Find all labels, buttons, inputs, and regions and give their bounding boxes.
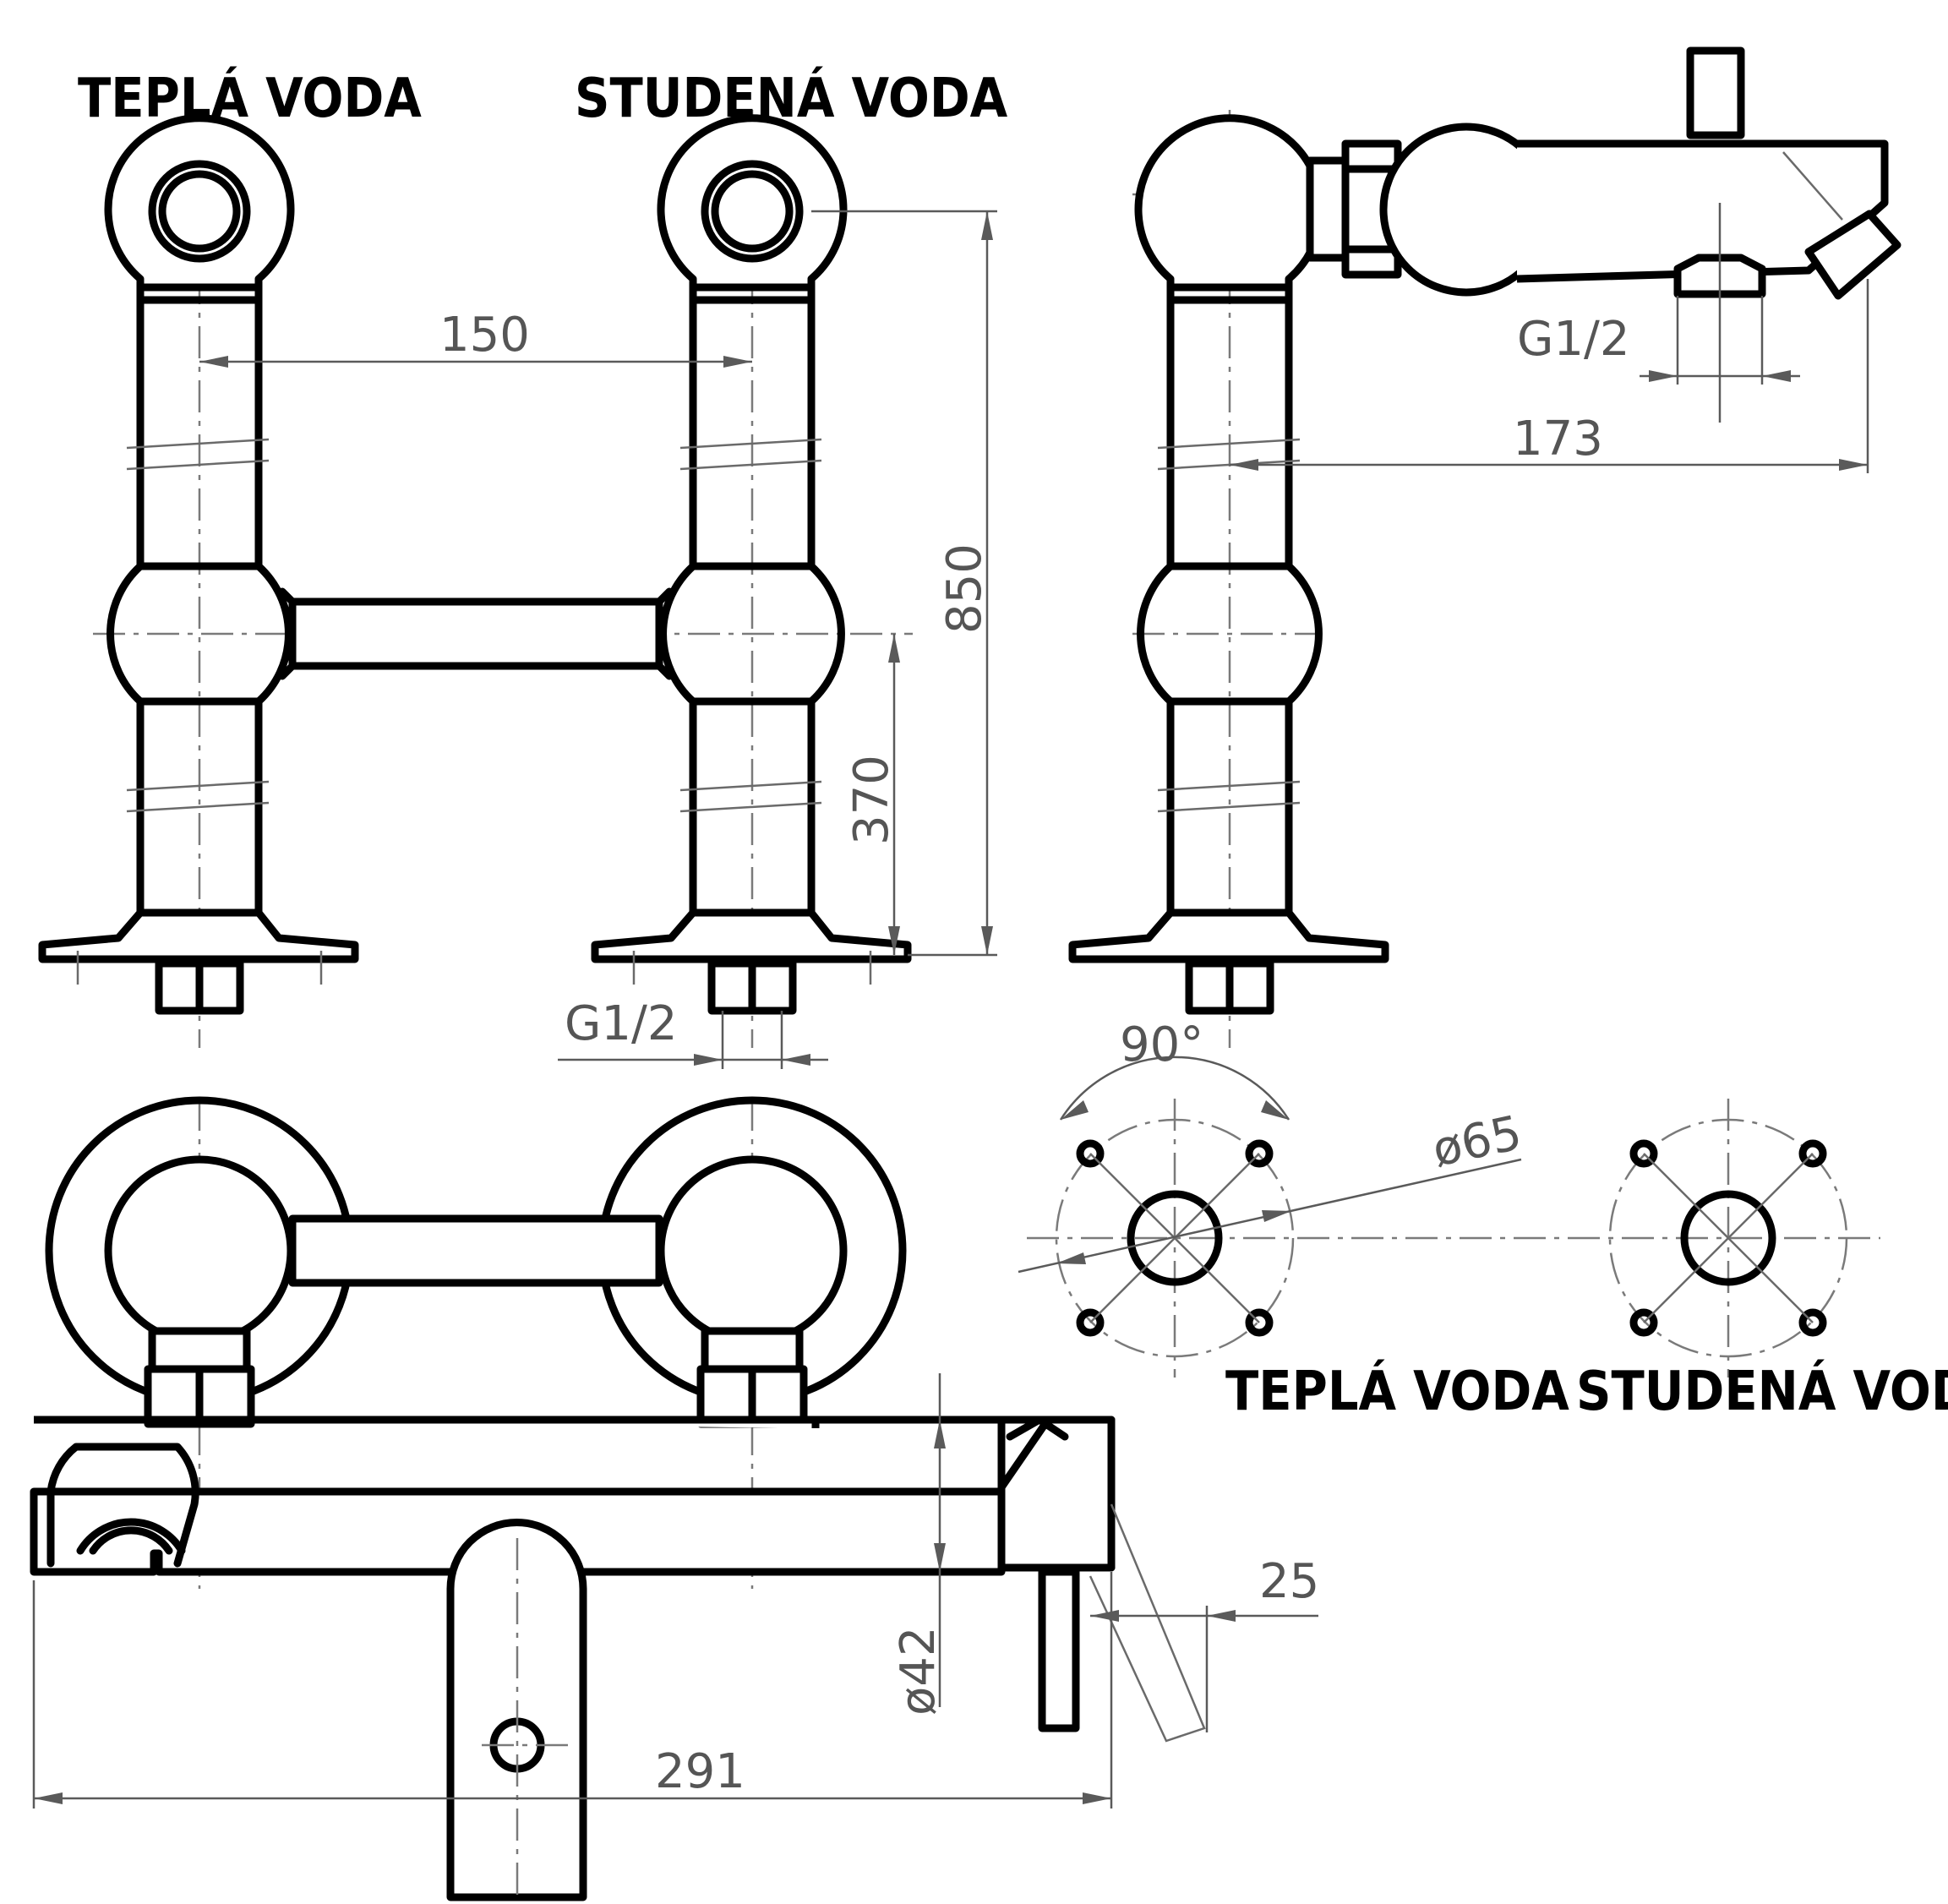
dim-25: 25 [1259,1554,1319,1609]
label-hot-top: TEPLÁ VODA [78,66,422,130]
side-view [1068,46,1902,1048]
front-view [38,110,913,1048]
front-dimensions: 150 850 370 G1/2 [76,210,997,1069]
label-cold-bottom: STUDENÁ VODA [1576,1359,1948,1423]
dim-150: 150 [439,308,530,363]
dim-o42: ø42 [891,1626,946,1716]
dim-g12-side: G1/2 [1517,312,1630,367]
dim-291: 291 [655,1744,745,1799]
dim-173: 173 [1513,412,1603,466]
hole-pattern [1027,1099,1880,1378]
side-dimensions: G1/2 173 [1230,203,1869,473]
label-hot-bottom: TEPLÁ VODA [1225,1359,1569,1423]
bottom-dimensions: 291 ø42 25 [32,1373,1319,1809]
dim-370: 370 [844,755,899,845]
dim-90deg: 90° [1120,1017,1203,1072]
dim-850: 850 [937,543,992,634]
dim-o65: ø65 [1427,1105,1526,1178]
dim-g12-front: G1/2 [565,996,678,1051]
bottom-view [30,1096,1206,1901]
label-cold-top: STUDENÁ VODA [575,66,1008,130]
